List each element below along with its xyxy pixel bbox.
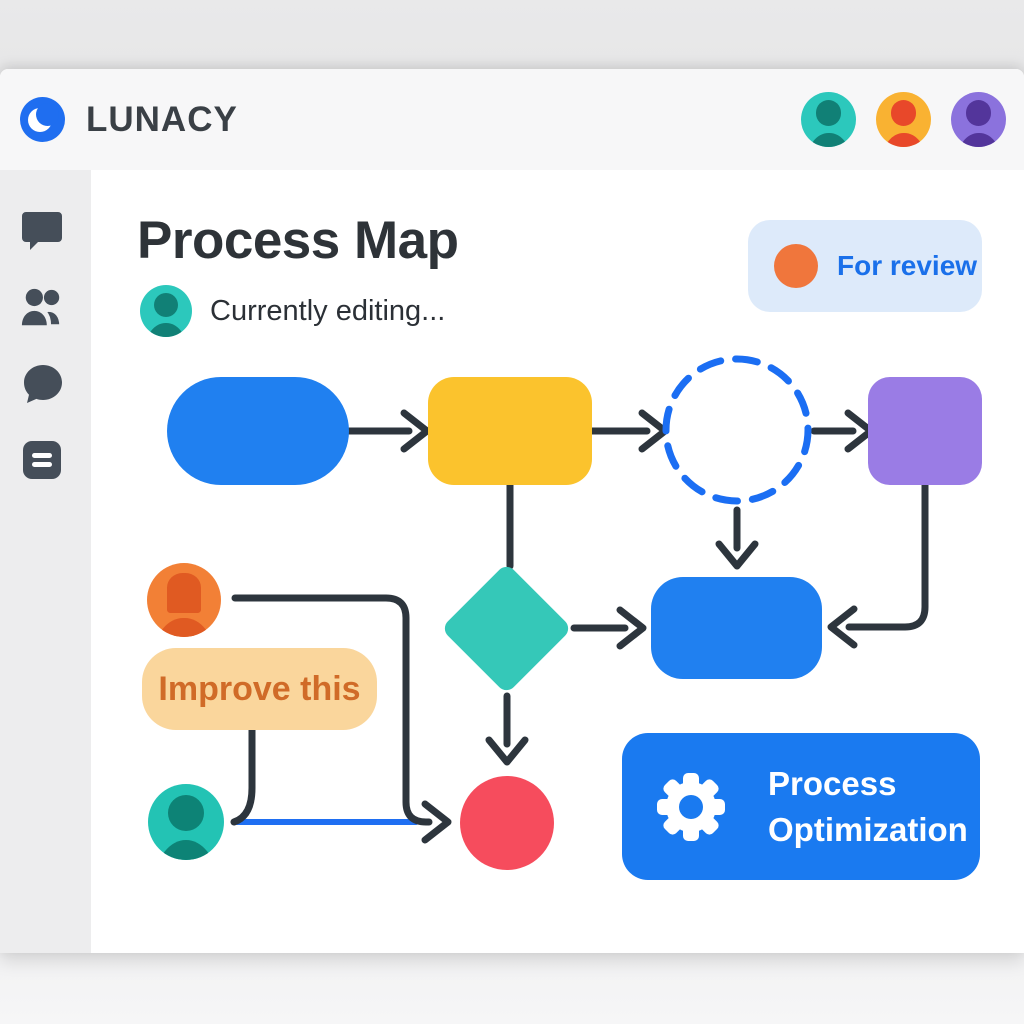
app-window: LUNACY: [0, 69, 1024, 953]
canvas-avatar-teal-user[interactable]: [148, 784, 224, 860]
crescent-moon-icon: [20, 97, 65, 142]
improve-this-annotation[interactable]: Improve this: [142, 648, 377, 730]
collaborator-avatars: [801, 92, 1006, 147]
flow-node-step-6[interactable]: [651, 577, 822, 679]
flow-node-end[interactable]: [460, 776, 554, 870]
cta-label: Process Optimization: [768, 761, 968, 852]
process-optimization-button[interactable]: Process Optimization: [622, 733, 980, 880]
avatar-teal-user[interactable]: [801, 92, 856, 147]
app-name: LUNACY: [86, 99, 238, 139]
editing-status-text: Currently editing...: [210, 294, 446, 327]
app-header: LUNACY: [0, 69, 1024, 170]
flow-node-placeholder[interactable]: [662, 355, 812, 505]
flow-node-decision[interactable]: [440, 562, 573, 695]
app-logo[interactable]: LUNACY: [20, 97, 238, 142]
avatar-purple-user[interactable]: [951, 92, 1006, 147]
users-icon[interactable]: [20, 286, 64, 330]
flow-node-step-4[interactable]: [868, 377, 982, 485]
editing-user-avatar[interactable]: [140, 285, 192, 337]
improve-this-label: Improve this: [158, 669, 361, 708]
chat-square-icon[interactable]: [20, 208, 64, 252]
status-dot: [774, 244, 818, 288]
cta-line2: Optimization: [768, 810, 968, 848]
page-title: Process Map: [137, 211, 459, 270]
for-review-badge[interactable]: For review: [748, 220, 982, 312]
chat-round-icon[interactable]: [20, 362, 64, 406]
flow-node-start[interactable]: [167, 377, 349, 485]
gear-icon: [657, 772, 725, 841]
cta-line1: Process: [768, 764, 897, 802]
for-review-label: For review: [837, 250, 978, 281]
avatar-orange-user[interactable]: [876, 92, 931, 147]
flow-node-step-2[interactable]: [428, 377, 592, 485]
design-canvas[interactable]: Process Map Currently editing... For rev…: [91, 170, 1024, 953]
canvas-avatar-orange-user[interactable]: [147, 563, 221, 637]
notes-icon[interactable]: [20, 438, 64, 482]
tool-sidebar: [0, 170, 91, 953]
editing-status-row: Currently editing...: [140, 285, 445, 337]
